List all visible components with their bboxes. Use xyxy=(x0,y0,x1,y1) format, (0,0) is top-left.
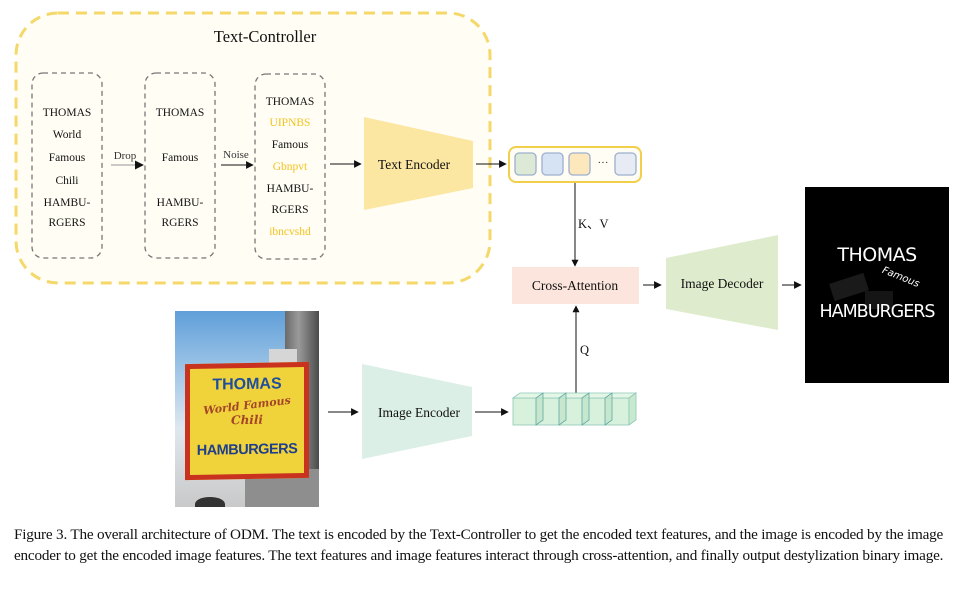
drop-label: Drop xyxy=(114,150,137,162)
token-ellipsis: ··· xyxy=(598,157,609,169)
text-controller-title: Text-Controller xyxy=(214,27,317,46)
text-token-1 xyxy=(514,152,537,176)
token-text: Famous xyxy=(272,139,309,151)
image-feature-top xyxy=(511,392,638,399)
text-controller-group: Text-Controller THOMAS WorldFamousChiliHA… xyxy=(14,11,492,285)
token-text: HAMBU- xyxy=(267,183,314,195)
text-encoder-label: Text Encoder xyxy=(378,157,451,172)
token-text: RGERS xyxy=(271,204,308,216)
noise-label: Noise xyxy=(223,149,249,161)
token-text: Famous xyxy=(49,152,86,164)
image-feature-cube xyxy=(535,392,544,426)
q-label: Q xyxy=(580,343,589,357)
token-text: THOMAS xyxy=(43,107,92,119)
image-decoder-label: Image Decoder xyxy=(681,276,764,291)
photo-sign: THOMAS World Famous Chili HAMBURGERS xyxy=(185,361,309,481)
noise-token-text: ibncvshd xyxy=(269,226,311,238)
token-text: THOMAS xyxy=(266,96,315,108)
kv-label: K、V xyxy=(578,217,609,231)
input-image: THOMAS World Famous Chili HAMBURGERS xyxy=(175,311,319,507)
image-feature-side xyxy=(628,392,637,426)
cross-attention-label: Cross-Attention xyxy=(532,278,618,293)
output-binary-image: THOMAS Famous HAMBURGERS xyxy=(805,187,949,383)
noised-text-column xyxy=(254,73,326,260)
token-text: World xyxy=(53,129,82,141)
token-text: RGERS xyxy=(48,217,85,229)
sign-text-thomas: THOMAS xyxy=(212,375,282,394)
text-token-2 xyxy=(541,152,564,176)
output-text-famous: Famous xyxy=(880,265,921,290)
image-feature-cube xyxy=(604,392,613,426)
image-feature-cubes xyxy=(535,392,613,426)
text-features: ··· xyxy=(508,146,642,183)
photo-tree xyxy=(195,497,225,507)
noise-token-text: Gbnpvt xyxy=(273,161,308,173)
output-artifact-1 xyxy=(829,272,869,302)
token-text: HAMBU- xyxy=(44,197,91,209)
figure-caption: Figure 3. The overall architecture of OD… xyxy=(14,526,944,564)
noise-token-text: UIPNBS xyxy=(270,117,311,129)
text-encoder-block xyxy=(364,117,473,210)
sign-text-chili: Chili xyxy=(231,412,263,428)
sign-text-hamburgers: HAMBURGERS xyxy=(196,441,298,459)
image-feature-cube xyxy=(581,392,590,426)
text-token-n xyxy=(614,152,637,176)
text-controller-box xyxy=(14,11,492,285)
cross-attention-block xyxy=(512,267,639,304)
image-encoder-block xyxy=(362,364,472,459)
text-token-3 xyxy=(568,152,591,176)
odm-architecture-diagram: Text-Controller THOMASWorldFamousChiliHA… xyxy=(14,11,802,459)
token-text: Chili xyxy=(55,175,78,187)
token-text: THOMAS xyxy=(156,107,205,119)
original-text-column xyxy=(31,72,103,259)
output-artifact-2 xyxy=(865,291,893,309)
output-text-thomas: THOMAS xyxy=(837,244,917,266)
image-encoder-label: Image Encoder xyxy=(378,405,461,420)
token-text: HAMBU- xyxy=(157,197,204,209)
image-decoder-block xyxy=(666,235,778,330)
dropped-text-column xyxy=(144,72,216,259)
token-text: Famous xyxy=(162,152,199,164)
token-text: RGERS xyxy=(161,217,198,229)
image-features xyxy=(511,392,638,426)
output-text-hamburgers: HAMBURGERS xyxy=(819,302,935,322)
image-feature-cube xyxy=(558,392,567,426)
